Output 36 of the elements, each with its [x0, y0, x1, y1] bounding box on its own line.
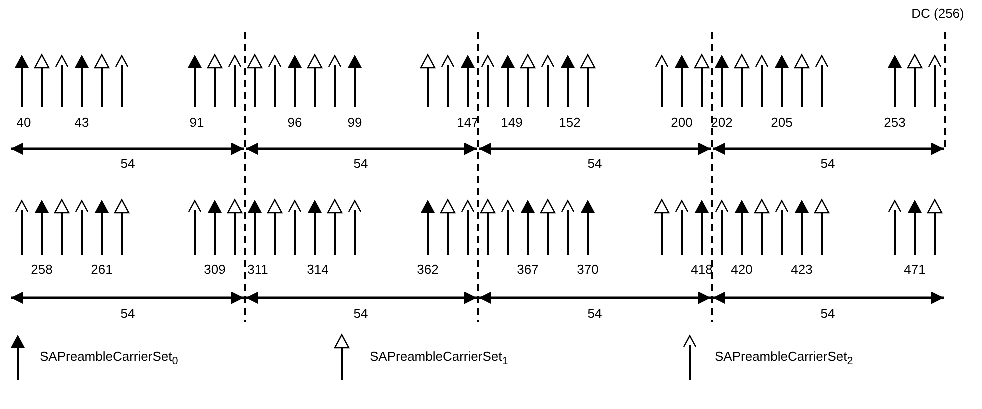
carrier-index-label: 309	[204, 262, 226, 277]
carrier-index-label: 418	[691, 262, 713, 277]
span-label: 54	[120, 156, 136, 171]
dc-label: DC (256)	[912, 6, 964, 21]
span-label: 54	[354, 156, 368, 171]
carrier-index-label: 43	[74, 115, 90, 130]
carrier-index-label: 258	[31, 262, 53, 277]
span-label: 54	[120, 306, 136, 321]
span-label: 54	[820, 306, 836, 321]
carrier-index-label: 253	[884, 115, 906, 130]
carrier-index-label: 423	[791, 262, 813, 277]
carrier-index-label: 91	[190, 115, 204, 130]
span-label: 54	[820, 156, 836, 171]
legend-label: SAPreambleCarrierSet$_{2}$	[715, 349, 854, 370]
carrier-index-label: 202	[711, 115, 733, 130]
carrier-index-label: 311	[248, 262, 268, 277]
carrier-index-label: 149	[501, 115, 523, 130]
carrier-index-label: 147	[457, 115, 479, 130]
carrier-index-label: 261	[91, 262, 113, 277]
carrier-index-label: 96	[288, 115, 302, 130]
legend-label: SAPreambleCarrierSet$_{0}$	[40, 349, 178, 370]
carrier-index-label: 471	[904, 262, 926, 277]
carrier-index-label: 370	[577, 262, 599, 277]
carrier-index-label: 362	[417, 262, 439, 277]
span-label: 54	[588, 306, 602, 321]
carrier-index-label: 40	[16, 115, 32, 130]
carrier-index-label: 205	[771, 115, 793, 130]
carrier-index-label: 99	[348, 115, 362, 130]
span-label: 54	[588, 156, 602, 171]
carrier-index-label: 314	[307, 262, 329, 277]
legend-label: SAPreambleCarrierSet$_{1}$	[370, 349, 508, 370]
carrier-index-label: 420	[731, 262, 753, 277]
span-label: 54	[354, 306, 368, 321]
carrier-index-label: 152	[559, 115, 581, 130]
carrier-index-label: 367	[517, 262, 539, 277]
carrier-index-label: 200	[671, 115, 693, 130]
